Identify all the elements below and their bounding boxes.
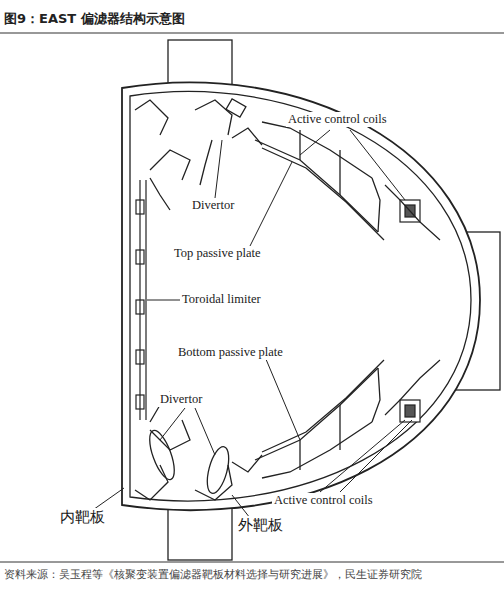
source-caption: 资料来源：吴玉程等《核聚变装置偏滤器靶板材料选择与研究进展》，民生证券研究院 (4, 568, 422, 582)
part-label: Active control coils (272, 493, 375, 508)
part-label: Divertor (190, 198, 236, 213)
part-label: Top passive plate (172, 246, 263, 261)
part-label: Toroidal limiter (180, 292, 263, 307)
part-label: Divertor (158, 392, 204, 407)
target-label: 外靶板 (236, 516, 285, 535)
figure-title: 图9：EAST 偏滤器结构示意图 (4, 10, 185, 28)
target-label: 内靶板 (58, 508, 107, 527)
part-label: Bottom passive plate (176, 345, 285, 360)
part-label: Active control coils (286, 112, 389, 127)
